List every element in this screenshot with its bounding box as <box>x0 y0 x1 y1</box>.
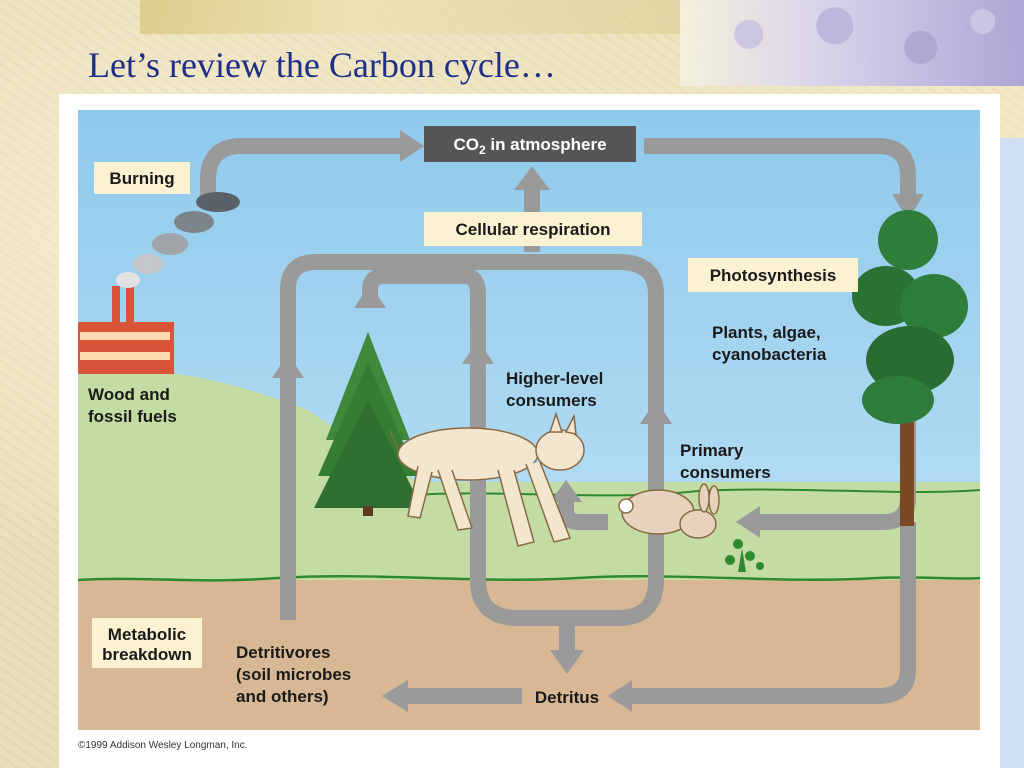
detritivores-label-2: (soil microbes <box>236 665 351 684</box>
co2-main: CO <box>453 135 479 154</box>
pine-tree-icon <box>314 332 422 516</box>
burning-arrow <box>200 138 400 202</box>
primary-consumers-label-2: consumers <box>680 463 771 482</box>
co2-subscript: 2 <box>479 143 486 157</box>
primary-consumers-label-1: Primary <box>680 441 744 460</box>
co2-box <box>424 126 636 162</box>
higher-consumers-label-1: Higher-level <box>506 369 603 388</box>
rabbit-icon <box>618 483 720 539</box>
detritus-label: Detritus <box>535 688 599 707</box>
co2-label: CO2 in atmosphere <box>453 135 606 157</box>
plants-label-1: Plants, algae, <box>712 323 821 342</box>
co2-rest: in atmosphere <box>486 135 607 154</box>
respiration-inner-loop <box>362 268 486 360</box>
side-panel <box>1000 138 1024 768</box>
slide-title: Let’s review the Carbon cycle… <box>88 45 556 85</box>
soil-region <box>78 580 980 730</box>
photosynthesis-label-box <box>688 258 858 292</box>
sprout-icon <box>725 539 764 572</box>
burning-label: Burning <box>109 169 174 188</box>
plants-label-2: cyanobacteria <box>712 345 827 364</box>
ground-line <box>78 575 980 582</box>
tree-to-detritus-arrow <box>630 522 916 704</box>
detritivores-label-3: and others) <box>236 687 329 706</box>
leaf-decoration <box>140 0 680 34</box>
respiration-label-box <box>424 212 642 246</box>
photosynthesis-label: Photosynthesis <box>710 266 837 285</box>
higher-consumers-label-2: consumers <box>506 391 597 410</box>
metabolic-label-2: breakdown <box>102 645 192 664</box>
respiration-outer-loop <box>280 254 664 420</box>
floral-banner-decoration <box>680 0 1024 86</box>
metabolic-label-box <box>92 618 202 668</box>
grass-line <box>397 488 980 497</box>
carbon-cycle-diagram: CO2 in atmosphere Burning Cellular respi… <box>78 110 980 730</box>
factory-icon <box>78 286 174 374</box>
wood-fossil-label-2: fossil fuels <box>88 407 177 426</box>
rabbit-to-lynx-arrow <box>558 498 608 530</box>
detritivores-label-1: Detritivores <box>236 643 330 662</box>
deciduous-tree-icon <box>852 210 968 526</box>
photosynthesis-arrow <box>644 138 916 194</box>
arrowheads <box>272 130 924 712</box>
lynx-icon <box>389 411 585 547</box>
smoke-icon <box>116 192 240 288</box>
copyright-notice: ©1999 Addison Wesley Longman, Inc. <box>78 740 248 751</box>
wood-fossil-label-1: Wood and <box>88 385 170 404</box>
respiration-label: Cellular respiration <box>456 220 611 239</box>
metabolic-label-1: Metabolic <box>108 625 186 644</box>
burning-label-box <box>94 162 190 194</box>
